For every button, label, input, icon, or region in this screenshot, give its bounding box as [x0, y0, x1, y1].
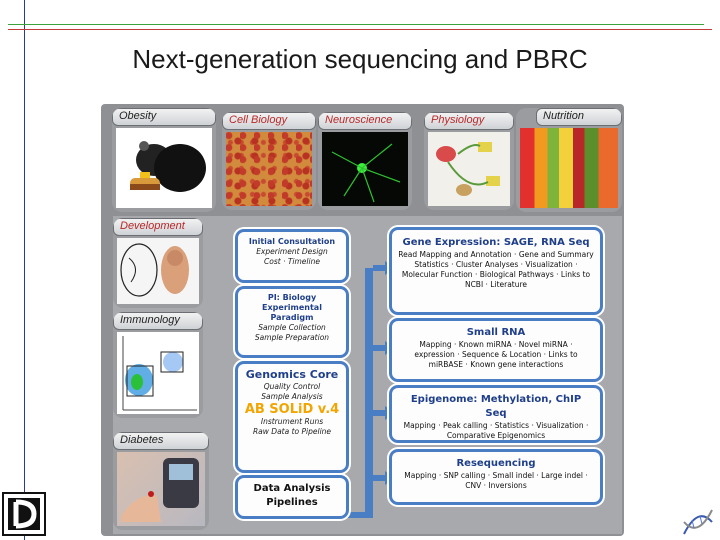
- left-vertical-rule: [24, 0, 25, 540]
- development-image: [117, 238, 199, 304]
- arrow-head-epigenome: [385, 406, 395, 420]
- genomics-core-line4: Raw Data to Pipeline: [252, 427, 332, 436]
- physiology-image: [428, 132, 510, 206]
- arrow-head-small-rna: [385, 341, 395, 355]
- tile-cell-biology: Cell Biology: [222, 112, 316, 210]
- top-red-rule: [8, 29, 712, 30]
- genomics-core-heading: Genomics Core: [245, 368, 339, 381]
- initial-consultation-line2: Cost · Timeline: [264, 257, 320, 266]
- pi-biology-heading: PI: Biology Experimental Paradigm: [262, 293, 322, 322]
- gene-expression-body: Read Mapping and Annotation · Gene and S…: [398, 250, 594, 289]
- slide-title: Next-generation sequencing and PBRC: [132, 44, 588, 74]
- initial-consultation-line1: Experiment Design: [256, 247, 328, 256]
- genomics-core-line2: Sample Analysis: [261, 392, 323, 401]
- epigenome-heading: Epigenome: Methylation, ChIP Seq: [410, 394, 582, 419]
- connector-pipelines: [345, 512, 373, 518]
- data-analysis-pipelines-box: Data Analysis Pipelines: [238, 478, 346, 516]
- neuron-illustration: [331, 143, 401, 203]
- tile-label-immunology: Immunology: [113, 312, 203, 330]
- tile-label-cell-biology: Cell Biology: [222, 112, 316, 130]
- initial-consultation-box: Initial Consultation Experiment Design C…: [238, 232, 346, 280]
- tile-diabetes: Diabetes: [113, 432, 209, 530]
- pbrc-logo: [2, 492, 46, 536]
- diabetes-image: [117, 452, 205, 526]
- small-rna-box: Small RNA Mapping · Known miRNA · Novel …: [392, 321, 600, 379]
- tile-label-neuroscience: Neuroscience: [318, 112, 412, 130]
- tile-physiology: Physiology: [424, 112, 514, 210]
- arrow-head-resequencing: [385, 471, 395, 485]
- glucose-meter-illustration: [121, 458, 199, 522]
- platform-name: AB SOLiD v.4: [244, 402, 340, 417]
- pi-biology-line1: Sample Collection: [258, 323, 326, 332]
- nutrition-image: [520, 128, 618, 208]
- tile-label-physiology: Physiology: [424, 112, 514, 130]
- mice-illustration: [130, 141, 206, 192]
- tile-neuroscience: Neuroscience: [318, 112, 412, 210]
- embryo-illustration: [120, 243, 189, 297]
- tile-label-development: Development: [113, 218, 203, 236]
- small-rna-heading: Small RNA: [466, 327, 526, 338]
- data-analysis-pipelines-heading: Data Analysis Pipelines: [253, 483, 331, 508]
- connector-resequencing: [373, 475, 387, 481]
- resequencing-heading: Resequencing: [456, 458, 536, 469]
- genomics-core-line1: Quality Control: [263, 382, 321, 391]
- connector-gene-expression: [373, 265, 387, 271]
- connector-small-rna: [373, 345, 387, 351]
- tile-immunology: Immunology: [113, 312, 203, 418]
- tile-label-diabetes: Diabetes: [113, 432, 209, 450]
- connector-epigenome: [373, 410, 387, 416]
- tile-label-nutrition: Nutrition: [536, 108, 622, 126]
- tile-obesity: Obesity: [112, 108, 216, 212]
- dna-helix-icon: [683, 509, 713, 535]
- genomics-core-line3: Instrument Runs: [260, 417, 324, 426]
- genomics-core-box: Genomics Core Quality Control Sample Ana…: [238, 364, 346, 470]
- dna-logo: [680, 502, 716, 538]
- cell-biology-image: [226, 132, 312, 206]
- arrow-head-gene-expression: [385, 261, 395, 275]
- epigenome-body: Mapping · Peak calling · Statistics · Vi…: [403, 421, 589, 440]
- obesity-image: [116, 128, 212, 208]
- gene-expression-box: Gene Expression: SAGE, RNA Seq Read Mapp…: [392, 230, 600, 312]
- resequencing-box: Resequencing Mapping · SNP calling · Sma…: [392, 452, 600, 502]
- gene-expression-heading: Gene Expression: SAGE, RNA Seq: [402, 237, 590, 248]
- pi-biology-box: PI: Biology Experimental Paradigm Sample…: [238, 289, 346, 355]
- physiology-diagram: [436, 142, 500, 196]
- flow-cytometry-plot: [122, 336, 197, 411]
- tile-nutrition: Nutrition: [516, 108, 622, 212]
- immunology-image: [117, 332, 199, 414]
- small-rna-body: Mapping · Known miRNA · Novel miRNA · ex…: [414, 340, 578, 369]
- pbrc-logo-icon: [8, 498, 40, 530]
- initial-consultation-heading: Initial Consultation: [248, 237, 336, 246]
- resequencing-body: Mapping · SNP calling · Small indel · La…: [404, 471, 588, 490]
- tile-label-obesity: Obesity: [112, 108, 216, 126]
- tile-development: Development: [113, 218, 203, 308]
- epigenome-box: Epigenome: Methylation, ChIP Seq Mapping…: [392, 388, 600, 440]
- pi-biology-line2: Sample Preparation: [254, 333, 330, 342]
- connector-vertical: [365, 268, 373, 518]
- top-green-rule: [8, 24, 704, 25]
- neuroscience-image: [322, 132, 408, 206]
